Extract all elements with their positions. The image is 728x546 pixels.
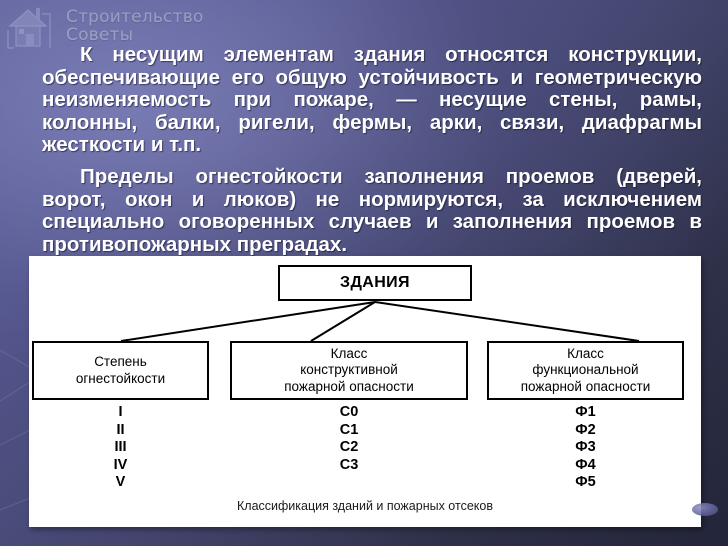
slide-body-text: К несущим элементам здания относятся кон… <box>42 43 702 256</box>
list-item: Ф5 <box>575 474 596 491</box>
node-title-line-1: Класс <box>330 345 368 361</box>
list-functional-classes: Ф1 Ф2 Ф3 Ф4 Ф5 <box>487 404 684 492</box>
node-title-line-2: конструктивной <box>300 362 398 378</box>
diagram-node-constructive-fire-hazard-class: Класс конструктивной пожарной опасности <box>230 341 468 400</box>
paragraph-1: К несущим элементам здания относятся кон… <box>42 43 702 157</box>
node-title-line-2: огнестойкости <box>75 370 166 386</box>
list-item: С2 <box>339 439 359 456</box>
diagram-node-root-label: ЗДАНИЯ <box>340 274 410 291</box>
watermark-line-1: Строительство <box>66 7 204 27</box>
diagram-panel: ЗДАНИЯ Степень огнестойкости Класс конст… <box>29 256 701 527</box>
diagram-node-fire-resistance-degree: Степень огнестойкости <box>32 341 209 400</box>
diagram-caption: Классификация зданий и пожарных отсеков <box>237 499 493 513</box>
list-item: С3 <box>339 456 359 473</box>
list-constructive-classes: С0 С1 С2 С3 <box>230 404 468 474</box>
node-title-line-2: функциональной <box>532 362 639 378</box>
list-item: Ф3 <box>575 439 596 456</box>
list-item: III <box>114 439 127 456</box>
list-item: С1 <box>339 421 359 438</box>
list-item: IV <box>113 456 128 473</box>
node-title-line-3: пожарной опасности <box>520 378 651 394</box>
list-item: Ф1 <box>575 404 596 420</box>
paragraph-2: Пределы огнестойкости заполнения проемов… <box>42 164 702 256</box>
list-item: I <box>118 404 123 420</box>
list-item: Ф4 <box>575 456 596 473</box>
node-title-line-1: Степень <box>94 354 147 369</box>
list-item: Ф2 <box>575 421 596 438</box>
diagram-node-functional-fire-hazard-class: Класс функциональной пожарной опасности <box>487 341 684 400</box>
node-title-line-3: пожарной опасности <box>284 378 414 394</box>
list-item: V <box>115 474 126 491</box>
watermark-line-2: Советы <box>66 24 134 45</box>
diagram-node-root: ЗДАНИЯ <box>278 265 472 301</box>
list-item: С0 <box>339 404 359 420</box>
node-title-line-1: Класс <box>567 345 604 361</box>
list-item: II <box>116 421 125 438</box>
list-fire-resistance-degrees: I II III IV V <box>32 404 209 492</box>
